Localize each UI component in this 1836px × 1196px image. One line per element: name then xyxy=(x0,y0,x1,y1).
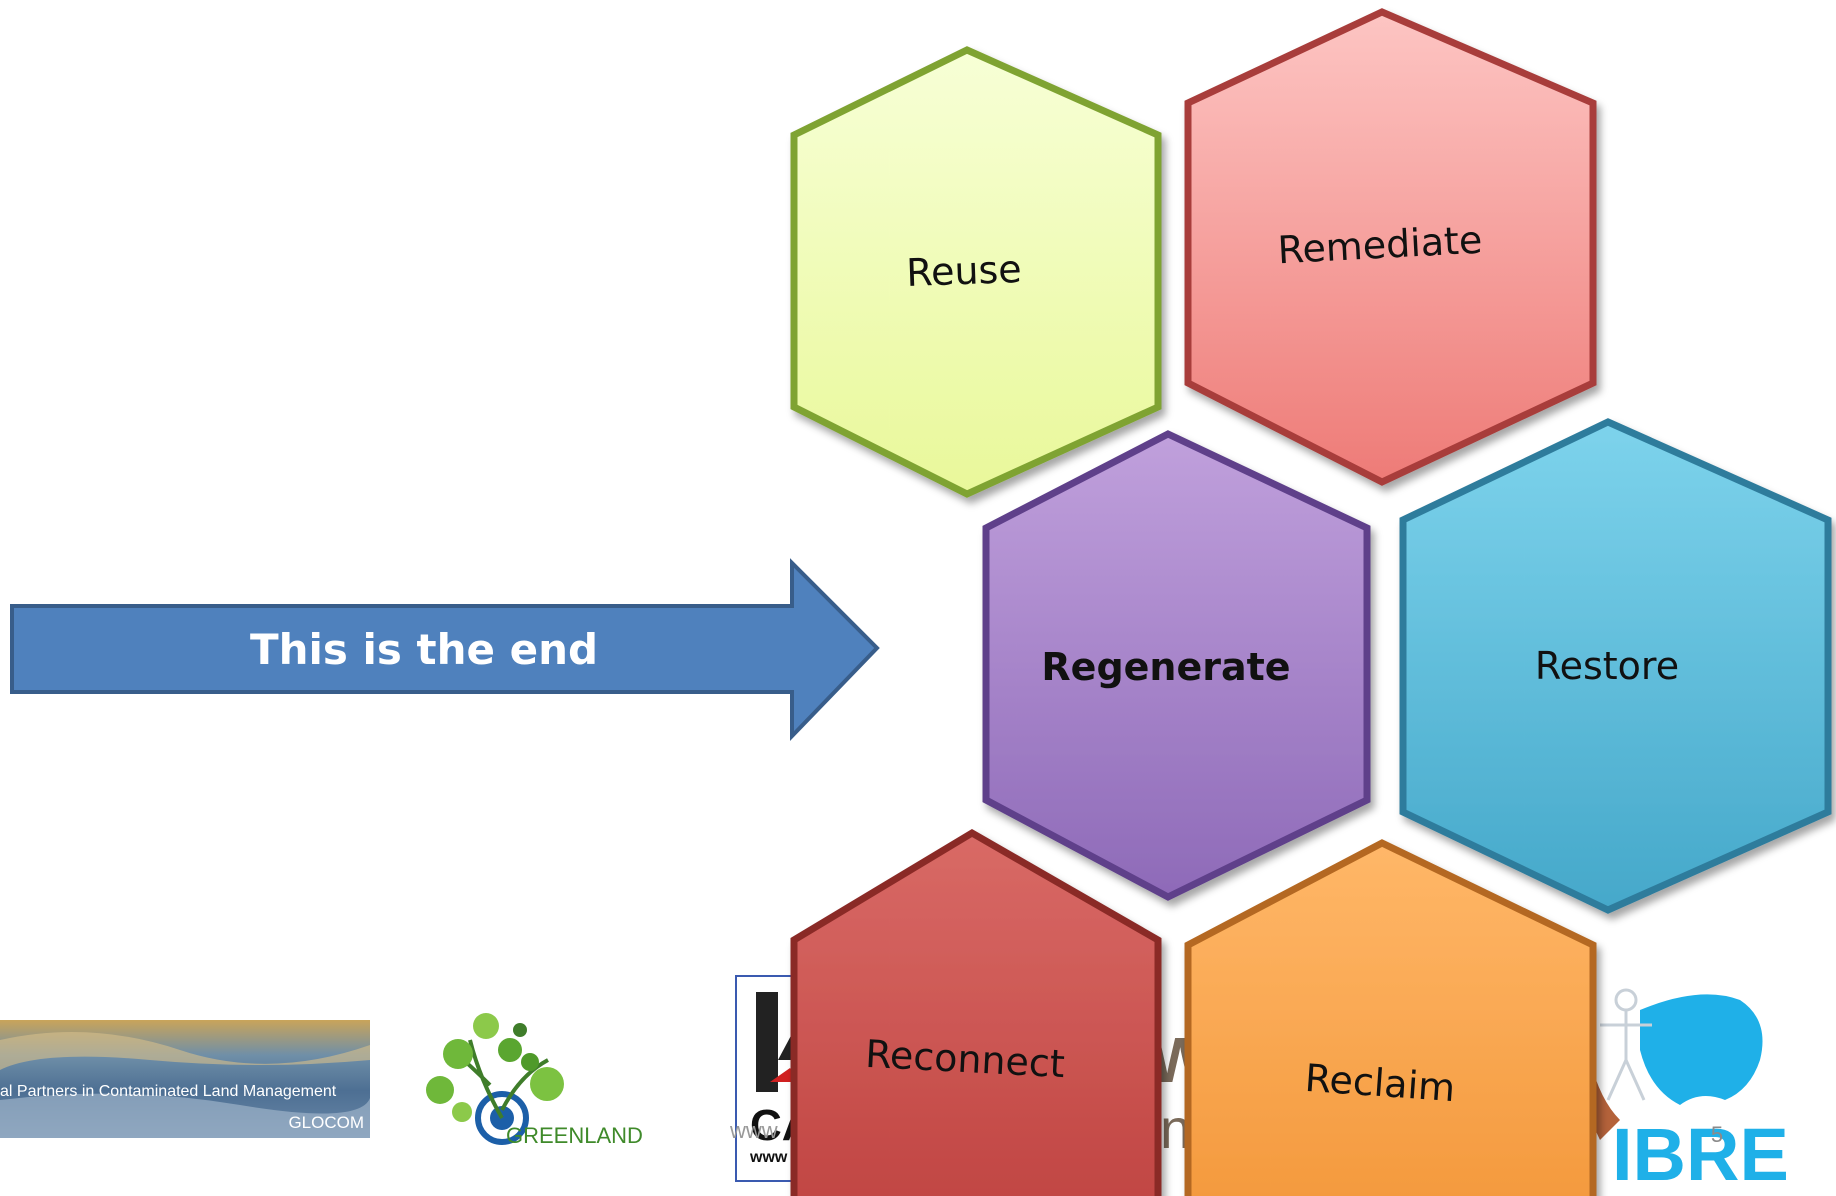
hex-restore-label: Restore xyxy=(1535,644,1679,688)
hex-restore: Restore xyxy=(1399,418,1832,914)
cabernet-logo-text: IBRE xyxy=(1612,1113,1789,1196)
hex-remediate-shape xyxy=(1184,8,1597,486)
greenland-name: GREENLAND xyxy=(506,1123,643,1148)
middle-footer-text: www xyxy=(729,1118,778,1143)
glocom-name: GLOCOM xyxy=(288,1113,364,1132)
hex-remediate-label: Remediate xyxy=(1277,218,1484,273)
hex-restore-shape xyxy=(1399,418,1832,914)
hex-regenerate-shape xyxy=(982,430,1371,901)
hex-reuse: Reuse xyxy=(790,46,1162,498)
hex-reuse-shape xyxy=(790,46,1162,498)
hex-regenerate-label: Regenerate xyxy=(1041,645,1290,689)
hex-reclaim-label: Reclaim xyxy=(1304,1056,1457,1110)
greenland-logo: GREENLAND xyxy=(426,1013,643,1148)
hex-reconnect: Reconnect xyxy=(790,828,1162,1196)
hex-reclaim-shape xyxy=(1184,839,1597,1196)
arrow-shape xyxy=(10,558,880,741)
glocom-tagline: al Partners in Contaminated Land Managem… xyxy=(0,1083,337,1100)
hex-reconnect-shape xyxy=(790,828,1162,1196)
end-arrow: This is the end xyxy=(10,558,880,741)
hex-regenerate: Regenerate xyxy=(982,430,1371,901)
middle-logo-url: www xyxy=(749,1149,788,1166)
cabernet-logo: IBRE xyxy=(1582,988,1789,1196)
hex-reuse-label: Reuse xyxy=(906,247,1023,295)
glocom-logo: al Partners in Contaminated Land Managem… xyxy=(0,1020,370,1138)
hex-reclaim: Reclaim xyxy=(1184,839,1597,1196)
page-number: 5 xyxy=(1711,1122,1723,1147)
arrow-label: This is the end xyxy=(250,625,598,674)
hex-reconnect-label: Reconnect xyxy=(864,1032,1066,1086)
hex-remediate: Remediate xyxy=(1184,8,1597,486)
